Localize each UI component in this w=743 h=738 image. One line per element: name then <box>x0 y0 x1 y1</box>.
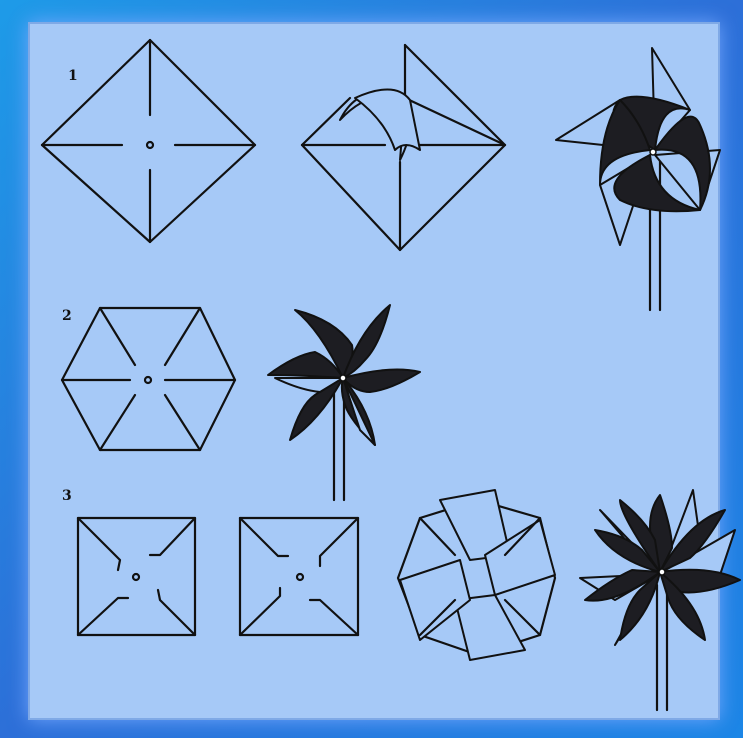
row-label-1: 1 <box>68 68 78 84</box>
row3-octagon-fold <box>398 490 555 660</box>
row2-hexagon-sheet <box>62 308 235 450</box>
row-label-3: 3 <box>62 488 72 504</box>
row3-square-b <box>240 518 358 635</box>
row3-square-a <box>78 518 195 635</box>
row-label-2: 2 <box>62 308 72 324</box>
row2-pinwheel-6 <box>268 305 420 500</box>
row1-pinwheel-4 <box>556 48 720 310</box>
row3-pinwheel-8 <box>580 490 740 710</box>
row1-folded-square <box>302 45 505 250</box>
